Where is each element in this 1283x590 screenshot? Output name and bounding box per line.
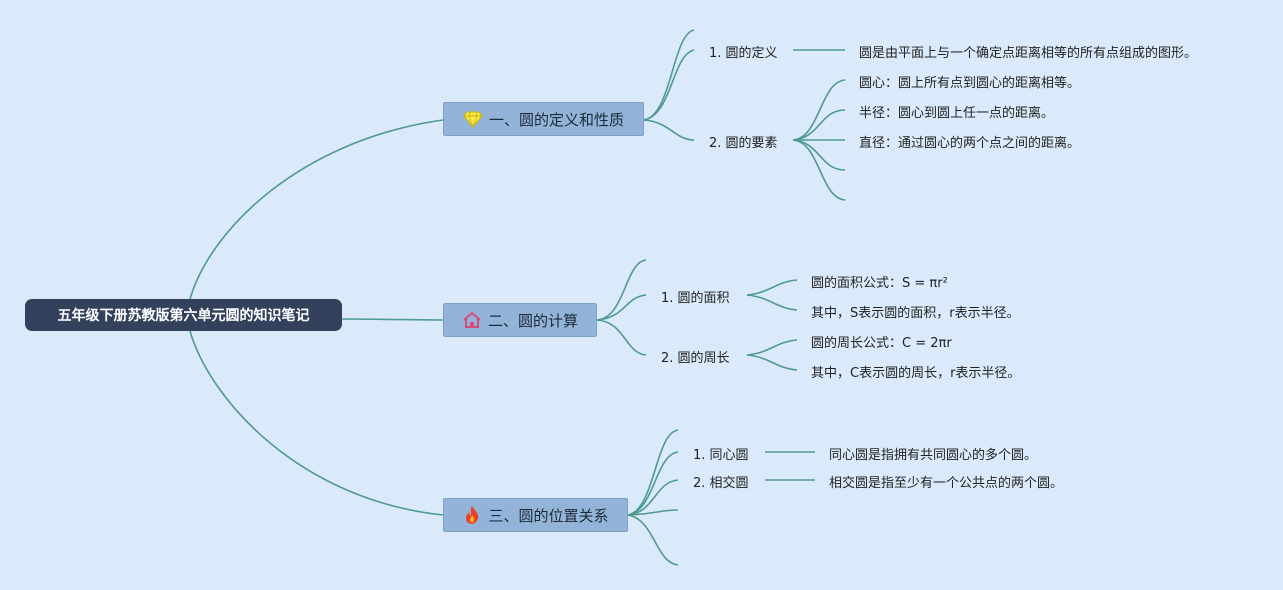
sub-topic-concentric[interactable]: 1. 同心圆 xyxy=(693,448,749,463)
leaf-text[interactable]: 圆的周长公式：C = 2πr xyxy=(811,336,952,351)
branch-label: 三、圆的位置关系 xyxy=(488,506,609,525)
sub-topic-elements[interactable]: 2. 圆的要素 xyxy=(709,136,778,151)
leaf-text[interactable]: 相交圆是指至少有一个公共点的两个圆。 xyxy=(829,476,1064,491)
leaf-text[interactable]: 圆心：圆上所有点到圆心的距离相等。 xyxy=(859,76,1081,91)
sub-topic-definition[interactable]: 1. 圆的定义 xyxy=(709,46,778,61)
branch-label: 二、圆的计算 xyxy=(487,311,578,330)
sub-topic-circumference[interactable]: 2. 圆的周长 xyxy=(661,351,730,366)
sub-topic-intersecting[interactable]: 2. 相交圆 xyxy=(693,476,749,491)
leaf-text[interactable]: 半径：圆心到圆上任一点的距离。 xyxy=(859,106,1055,121)
leaf-text[interactable]: 直径：通过圆心的两个点之间的距离。 xyxy=(859,136,1081,151)
leaf-text[interactable]: 圆是由平面上与一个确定点距离相等的所有点组成的图形。 xyxy=(859,46,1198,61)
fire-icon xyxy=(466,506,479,524)
diamond-icon xyxy=(463,111,483,128)
leaf-text[interactable]: 其中，C表示圆的周长，r表示半径。 xyxy=(811,366,1021,381)
branch-definition[interactable]: 一、圆的定义和性质 xyxy=(443,102,644,136)
branch-calculation[interactable]: 二、圆的计算 xyxy=(443,303,597,337)
root-title: 五年级下册苏教版第六单元圆的知识笔记 xyxy=(57,308,310,324)
leaf-text[interactable]: 同心圆是指拥有共同圆心的多个圆。 xyxy=(829,448,1038,463)
leaf-text[interactable]: 圆的面积公式：S = πr² xyxy=(811,276,948,291)
house-icon xyxy=(463,312,481,328)
leaf-text[interactable]: 其中，S表示圆的面积，r表示半径。 xyxy=(811,306,1020,321)
branch-label: 一、圆的定义和性质 xyxy=(488,110,624,129)
sub-topic-area[interactable]: 1. 圆的面积 xyxy=(661,291,730,306)
branch-position-relation[interactable]: 三、圆的位置关系 xyxy=(443,498,628,532)
root-node[interactable]: 五年级下册苏教版第六单元圆的知识笔记 xyxy=(25,299,342,331)
